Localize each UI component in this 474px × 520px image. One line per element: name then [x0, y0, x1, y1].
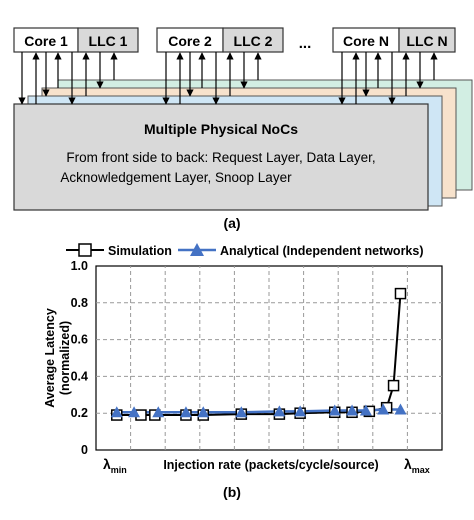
llc-1-label: LLC 1 [89, 33, 128, 49]
noc-title: Multiple Physical NoCs [144, 121, 298, 137]
y-tick-label: 1.0 [71, 259, 88, 273]
analytical-point [273, 405, 286, 417]
legend-simulation: Simulation [66, 243, 172, 258]
legend-analytical-label: Analytical (Independent networks) [220, 244, 424, 258]
latency-chart: 0 0.2 0.4 0.6 0.8 1.0 Average Latency (normal… [43, 243, 443, 500]
y-tick-label: 0.6 [71, 333, 88, 347]
legend: Simulation Analytical (Independent netwo… [66, 243, 424, 258]
llc-2-label: LLC 2 [234, 33, 273, 49]
noc-description-line1: From front side to back: Request Layer, … [66, 150, 375, 165]
analytical-point [294, 405, 307, 417]
analytical-point [128, 406, 141, 418]
analytical-point [179, 406, 192, 418]
unit-1: Core 1 LLC 1 [13, 27, 139, 53]
x-axis-label: Injection rate (packets/cycle/source) [163, 458, 378, 472]
y-tick-labels: 0 0.2 0.4 0.6 0.8 1.0 [71, 259, 88, 457]
legend-analytical: Analytical (Independent networks) [178, 243, 424, 258]
noc-layer-request [13, 103, 429, 211]
y-tick-label: 0.8 [71, 296, 88, 310]
analytical-point [197, 406, 210, 418]
noc-description-line2: Acknowledgement Layer, Snoop Layer [60, 170, 292, 185]
llc-2-box [222, 27, 284, 53]
caption-b: (b) [223, 484, 241, 500]
core-n-label: Core N [343, 33, 389, 49]
llc-1-box [77, 27, 139, 53]
caption-a: (a) [223, 215, 240, 231]
simulation-point [394, 287, 407, 300]
core-2-label: Core 2 [168, 33, 212, 49]
y-axis-label-line2: (normalized) [58, 321, 72, 395]
y-axis-label-line1: Average Latency [43, 308, 57, 408]
series-markers [110, 287, 407, 421]
analytical-point [359, 404, 372, 416]
llc-n-box [398, 27, 456, 53]
analytical-point [346, 404, 359, 416]
legend-simulation-label: Simulation [108, 244, 172, 258]
analytical-point [377, 403, 390, 415]
y-tick-label: 0 [81, 443, 88, 457]
x-tick-lambda-max: λmax [404, 456, 430, 475]
x-tick-lambda-min: λmin [103, 456, 127, 475]
llc-n-label: LLC N [406, 33, 447, 49]
simulation-point [387, 379, 400, 392]
core-1-label: Core 1 [24, 33, 68, 49]
noc-diagram: Multiple Physical NoCs From front side t… [13, 27, 473, 231]
unit-n: Core N LLC N [332, 27, 456, 53]
units-ellipsis: ... [299, 35, 312, 52]
link-arrows [18, 52, 438, 105]
analytical-point [328, 404, 341, 416]
unit-2: Core 2 LLC 2 [156, 27, 284, 53]
analytical-point [394, 403, 407, 415]
analytical-point [152, 406, 165, 418]
analytical-point [235, 406, 248, 418]
y-tick-label: 0.2 [71, 406, 88, 420]
y-tick-label: 0.4 [71, 369, 88, 383]
analytical-point [110, 406, 123, 418]
